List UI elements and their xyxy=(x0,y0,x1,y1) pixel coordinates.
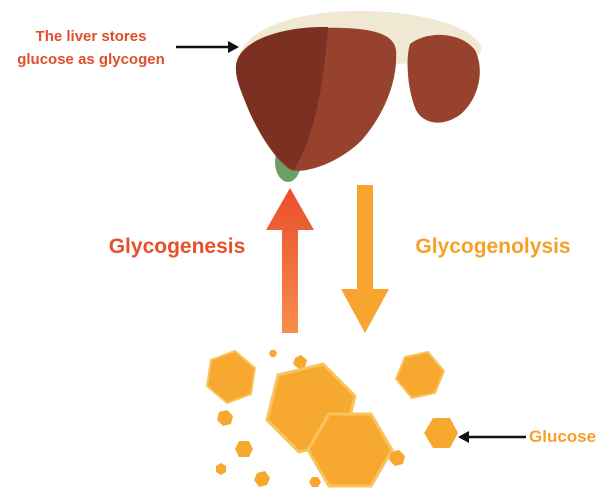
glycogenolysis-arrow-shape xyxy=(341,185,389,333)
glucose-speck-upper xyxy=(293,355,307,369)
glucose-speck-4 xyxy=(254,471,270,487)
glucose-hexagon-small-right xyxy=(424,418,458,448)
glucose-speck-6 xyxy=(389,450,405,466)
liver-left-lobe-shadow xyxy=(235,26,328,170)
liver-caption-text: The liver stores glucose as glycogen xyxy=(17,28,165,68)
liver-pointer-arrowhead xyxy=(228,41,239,53)
glucose-speck-1 xyxy=(217,410,233,426)
liver-pointer-arrow-icon xyxy=(176,41,239,53)
glycogenesis-label: Glycogenesis xyxy=(108,235,246,258)
glucose-crystals-illustration xyxy=(205,349,458,488)
glucose-speck-2 xyxy=(235,441,253,457)
glucose-label: Glucose xyxy=(529,427,597,446)
glucose-hexagon-large-2 xyxy=(306,412,394,488)
glycogenolysis-down-arrow-icon xyxy=(341,185,389,333)
glucose-hexagon-medium-left xyxy=(205,349,257,405)
glycogenesis-up-arrow-icon xyxy=(266,188,314,333)
liver-right-lobe xyxy=(407,34,480,123)
glycogenesis-arrow-shape xyxy=(266,188,314,333)
glucose-hexagon-medium-right xyxy=(394,350,446,400)
glycogenolysis-label: Glycogenolysis xyxy=(415,235,571,258)
glucose-pointer-arrowhead xyxy=(458,431,469,443)
glucose-speck-top xyxy=(269,350,277,357)
glucose-pointer-arrow-icon xyxy=(458,431,526,443)
liver-illustration xyxy=(235,10,482,182)
glucose-speck-5 xyxy=(309,477,321,487)
glucose-speck-3 xyxy=(216,463,226,475)
